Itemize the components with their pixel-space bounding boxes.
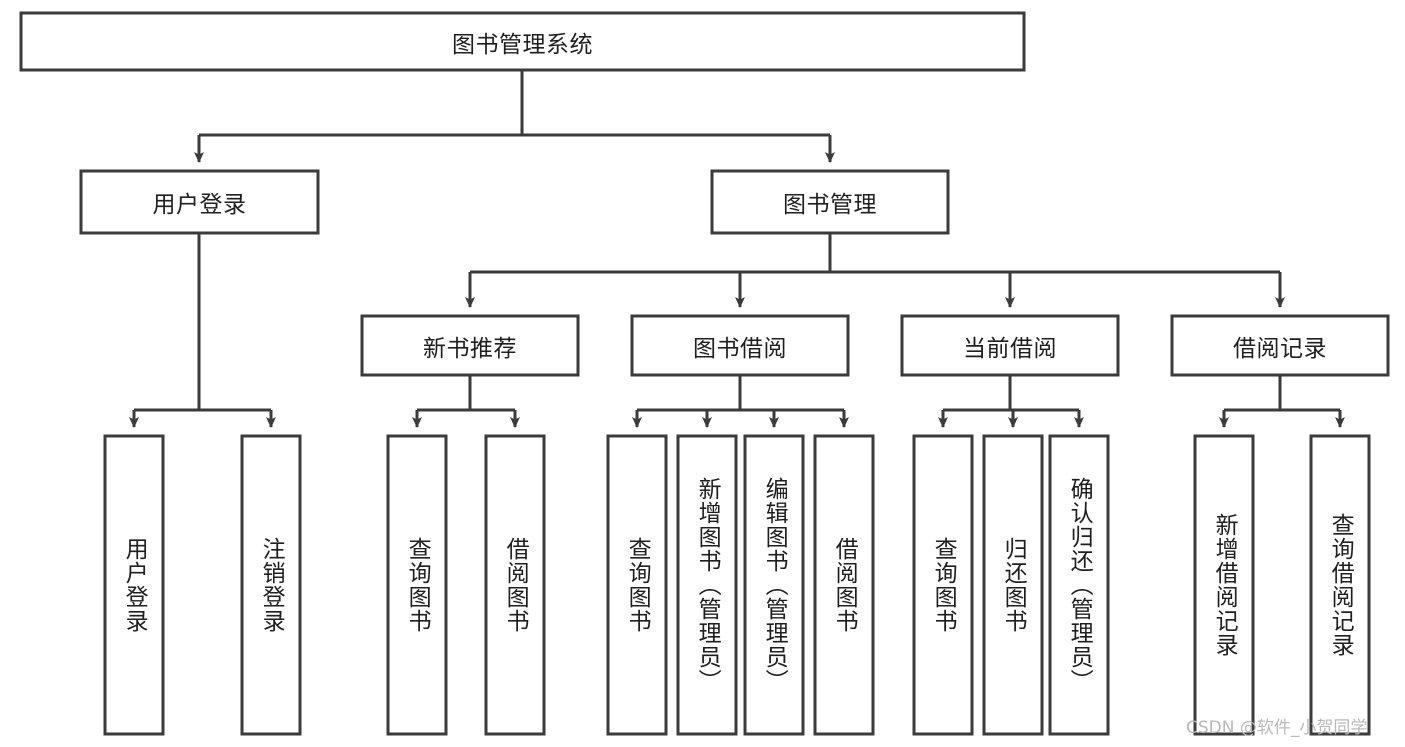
node-box-new-book-recommend[interactable] — [360, 314, 580, 377]
node-box-leaf-11[interactable] — [1048, 434, 1110, 736]
node-box-user-login[interactable] — [79, 169, 320, 235]
node-box-leaf-2[interactable] — [240, 434, 302, 736]
node-box-leaf-9[interactable] — [912, 434, 974, 736]
node-box-leaf-13[interactable] — [1309, 434, 1371, 736]
node-box-leaf-3[interactable] — [386, 434, 448, 736]
node-box-leaf-4[interactable] — [484, 434, 546, 736]
node-box-book-management[interactable] — [710, 169, 950, 235]
csdn-watermark: CSDN @软件_小贺同学 — [1186, 718, 1368, 738]
node-box-leaf-6[interactable] — [676, 434, 738, 736]
node-box-leaf-5[interactable] — [606, 434, 668, 736]
node-box-book-borrow[interactable] — [630, 314, 850, 377]
node-box-root[interactable] — [19, 11, 1026, 72]
node-box-borrow-records[interactable] — [1170, 314, 1390, 377]
node-box-leaf-10[interactable] — [982, 434, 1044, 736]
node-box-leaf-8[interactable] — [813, 434, 875, 736]
node-box-leaf-1[interactable] — [103, 434, 165, 736]
node-box-leaf-12[interactable] — [1193, 434, 1255, 736]
node-box-current-borrow[interactable] — [900, 314, 1120, 377]
node-box-leaf-7[interactable] — [743, 434, 805, 736]
